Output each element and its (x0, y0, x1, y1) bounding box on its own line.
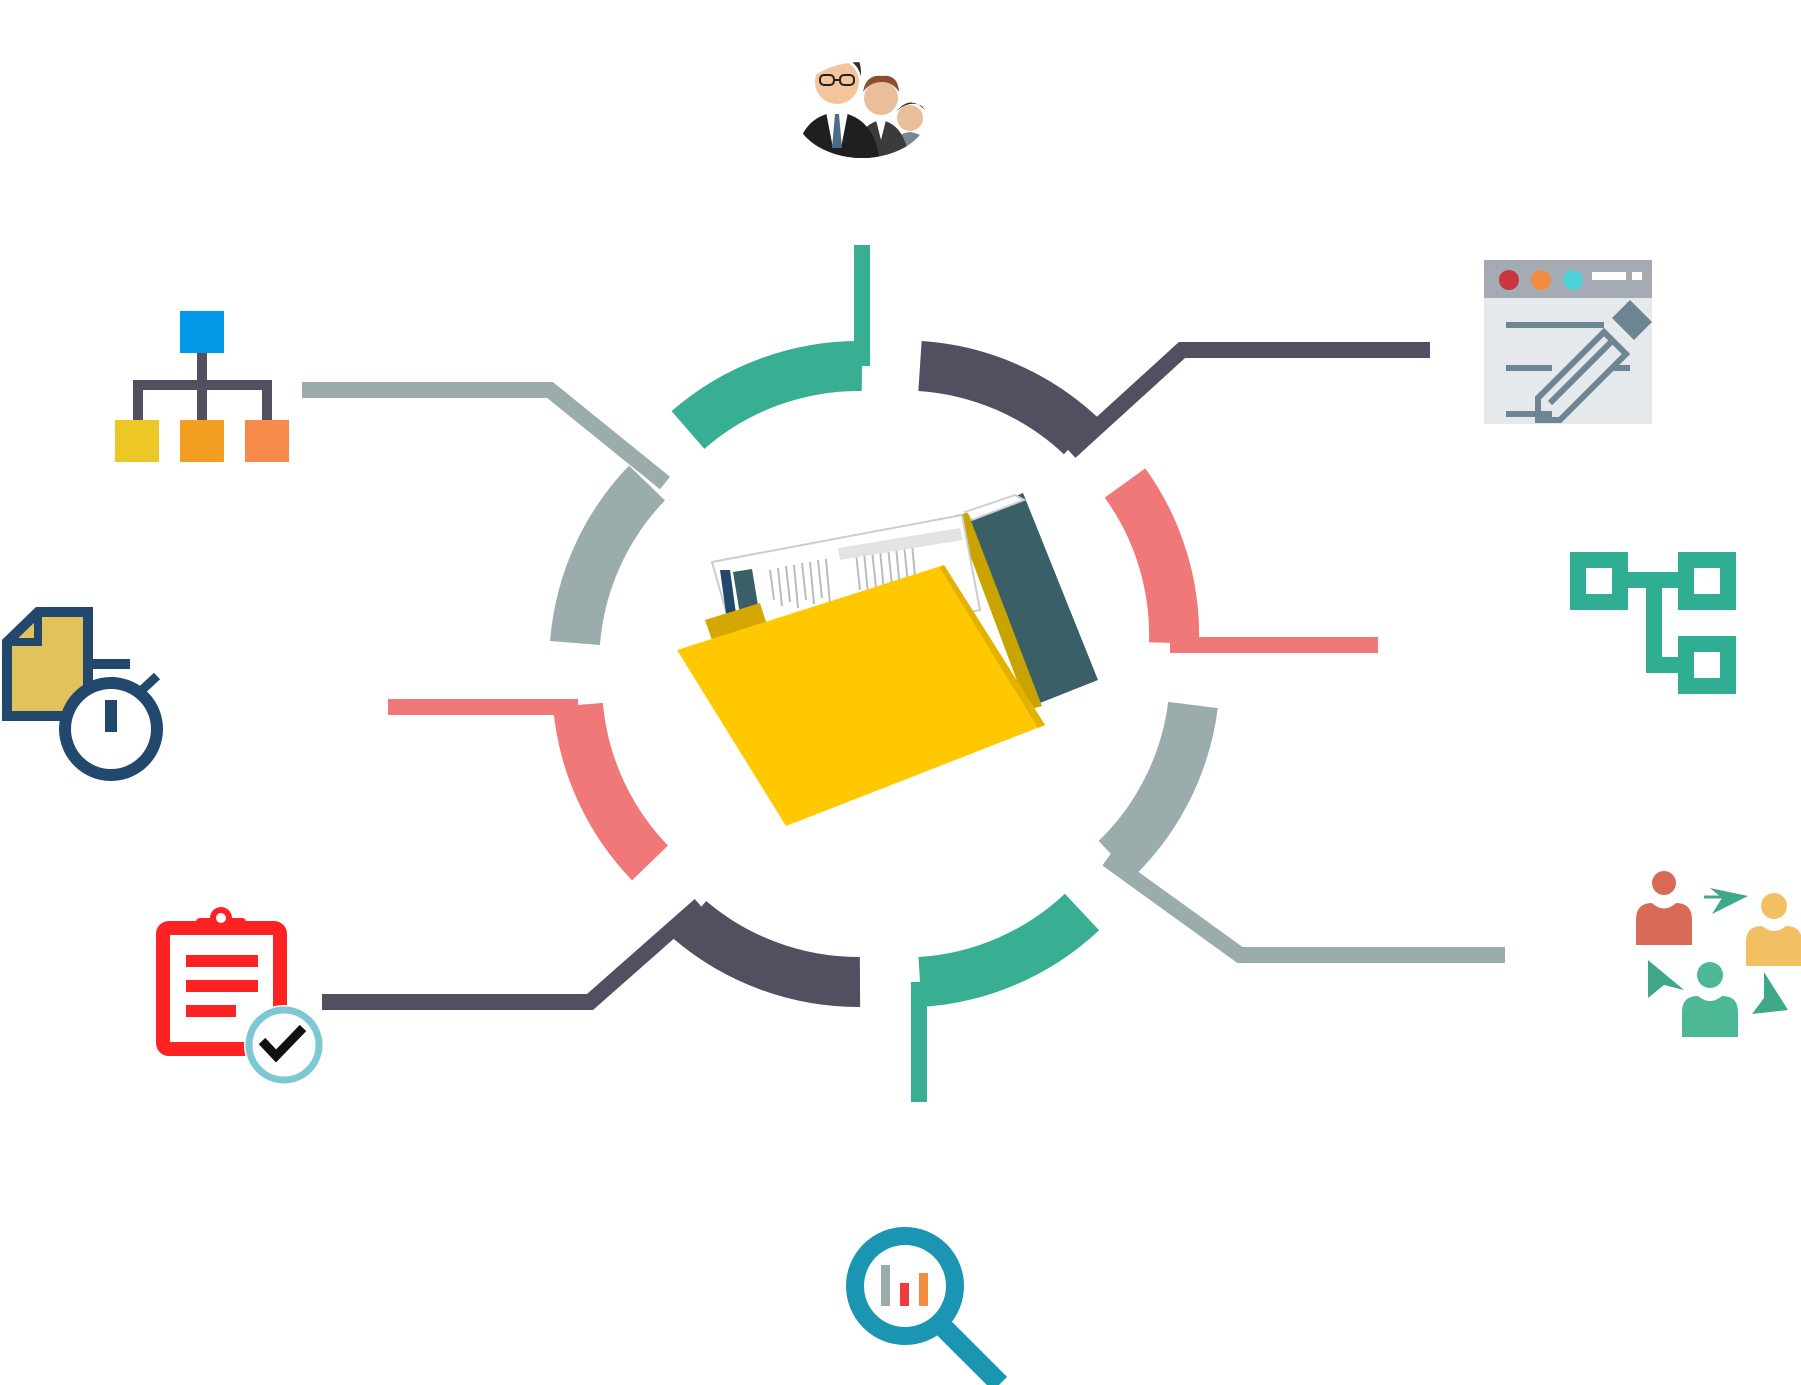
document-stopwatch-icon (2, 607, 163, 781)
ring-segment-left-lower (553, 702, 669, 881)
people-exchange-arrows-icon (1636, 871, 1801, 1037)
connector-left-upper (302, 382, 671, 646)
ring-segment-bottom (918, 893, 1100, 1007)
connector-line-right-lower (1102, 852, 1505, 963)
connector-line-top-right (1064, 342, 1430, 458)
flowchart-connected-boxes-icon (1570, 552, 1736, 694)
ring-segment-bottom-left (673, 900, 861, 1008)
ring-segment-right-lower (1098, 701, 1218, 877)
business-people-team-icon (795, 62, 930, 158)
connector-top-right (917, 341, 1430, 458)
org-chart-hierarchy-icon (115, 311, 289, 462)
connector-top (671, 245, 870, 450)
magnifier-bar-chart-icon (846, 1227, 1008, 1385)
connector-right-upper (1104, 468, 1378, 653)
browser-window-edit-pencil-icon (1484, 260, 1652, 424)
connector-line-left-upper (302, 382, 671, 490)
ring-connectors (302, 245, 1505, 1102)
clipboard-checkmark-icon (156, 907, 324, 1085)
connector-right-lower (1098, 701, 1505, 963)
connector-bottom-left (322, 898, 861, 1010)
ring-segment-top (671, 340, 863, 450)
connector-line-bottom-left (322, 898, 706, 1010)
open-folder-with-documents-icon (677, 493, 1098, 826)
ring-segment-right-upper (1104, 468, 1200, 644)
ring-segment-left-upper (550, 465, 666, 646)
connector-bottom (911, 893, 1100, 1102)
connector-left-lower (388, 699, 669, 881)
ring-segment-top-right (917, 341, 1099, 455)
